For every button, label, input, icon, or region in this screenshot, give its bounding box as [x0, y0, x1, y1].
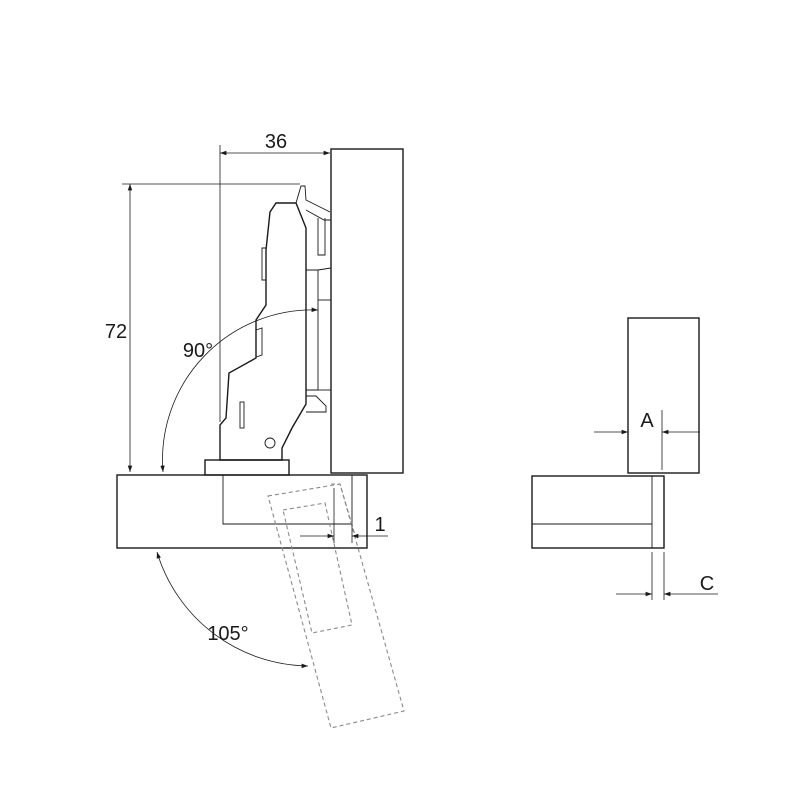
- left-view: 36 72 90° 105° 1: [105, 131, 405, 729]
- door-panel: [116, 474, 368, 549]
- right-view: A C: [531, 317, 718, 600]
- hinge-base: [204, 459, 290, 476]
- cabinet-side-panel: [330, 148, 404, 474]
- dimension-label-1: 1: [374, 514, 385, 536]
- hinge-arm: [219, 185, 332, 461]
- angle-label-105: 105°: [207, 623, 248, 645]
- right-cabinet-panel: [627, 317, 700, 474]
- angle-arc-90: [160, 307, 319, 473]
- dimension-label-72: 72: [105, 321, 127, 343]
- right-door-panel: [531, 475, 665, 549]
- hinge-cup-recess: [222, 475, 353, 525]
- dimension-label-36: 36: [265, 131, 287, 153]
- dimension-label-c: C: [700, 573, 714, 595]
- angle-label-90: 90°: [183, 340, 213, 362]
- angle-arc-105: [156, 551, 309, 669]
- door-open-outline: [267, 483, 405, 729]
- dimension-label-a: A: [640, 410, 654, 432]
